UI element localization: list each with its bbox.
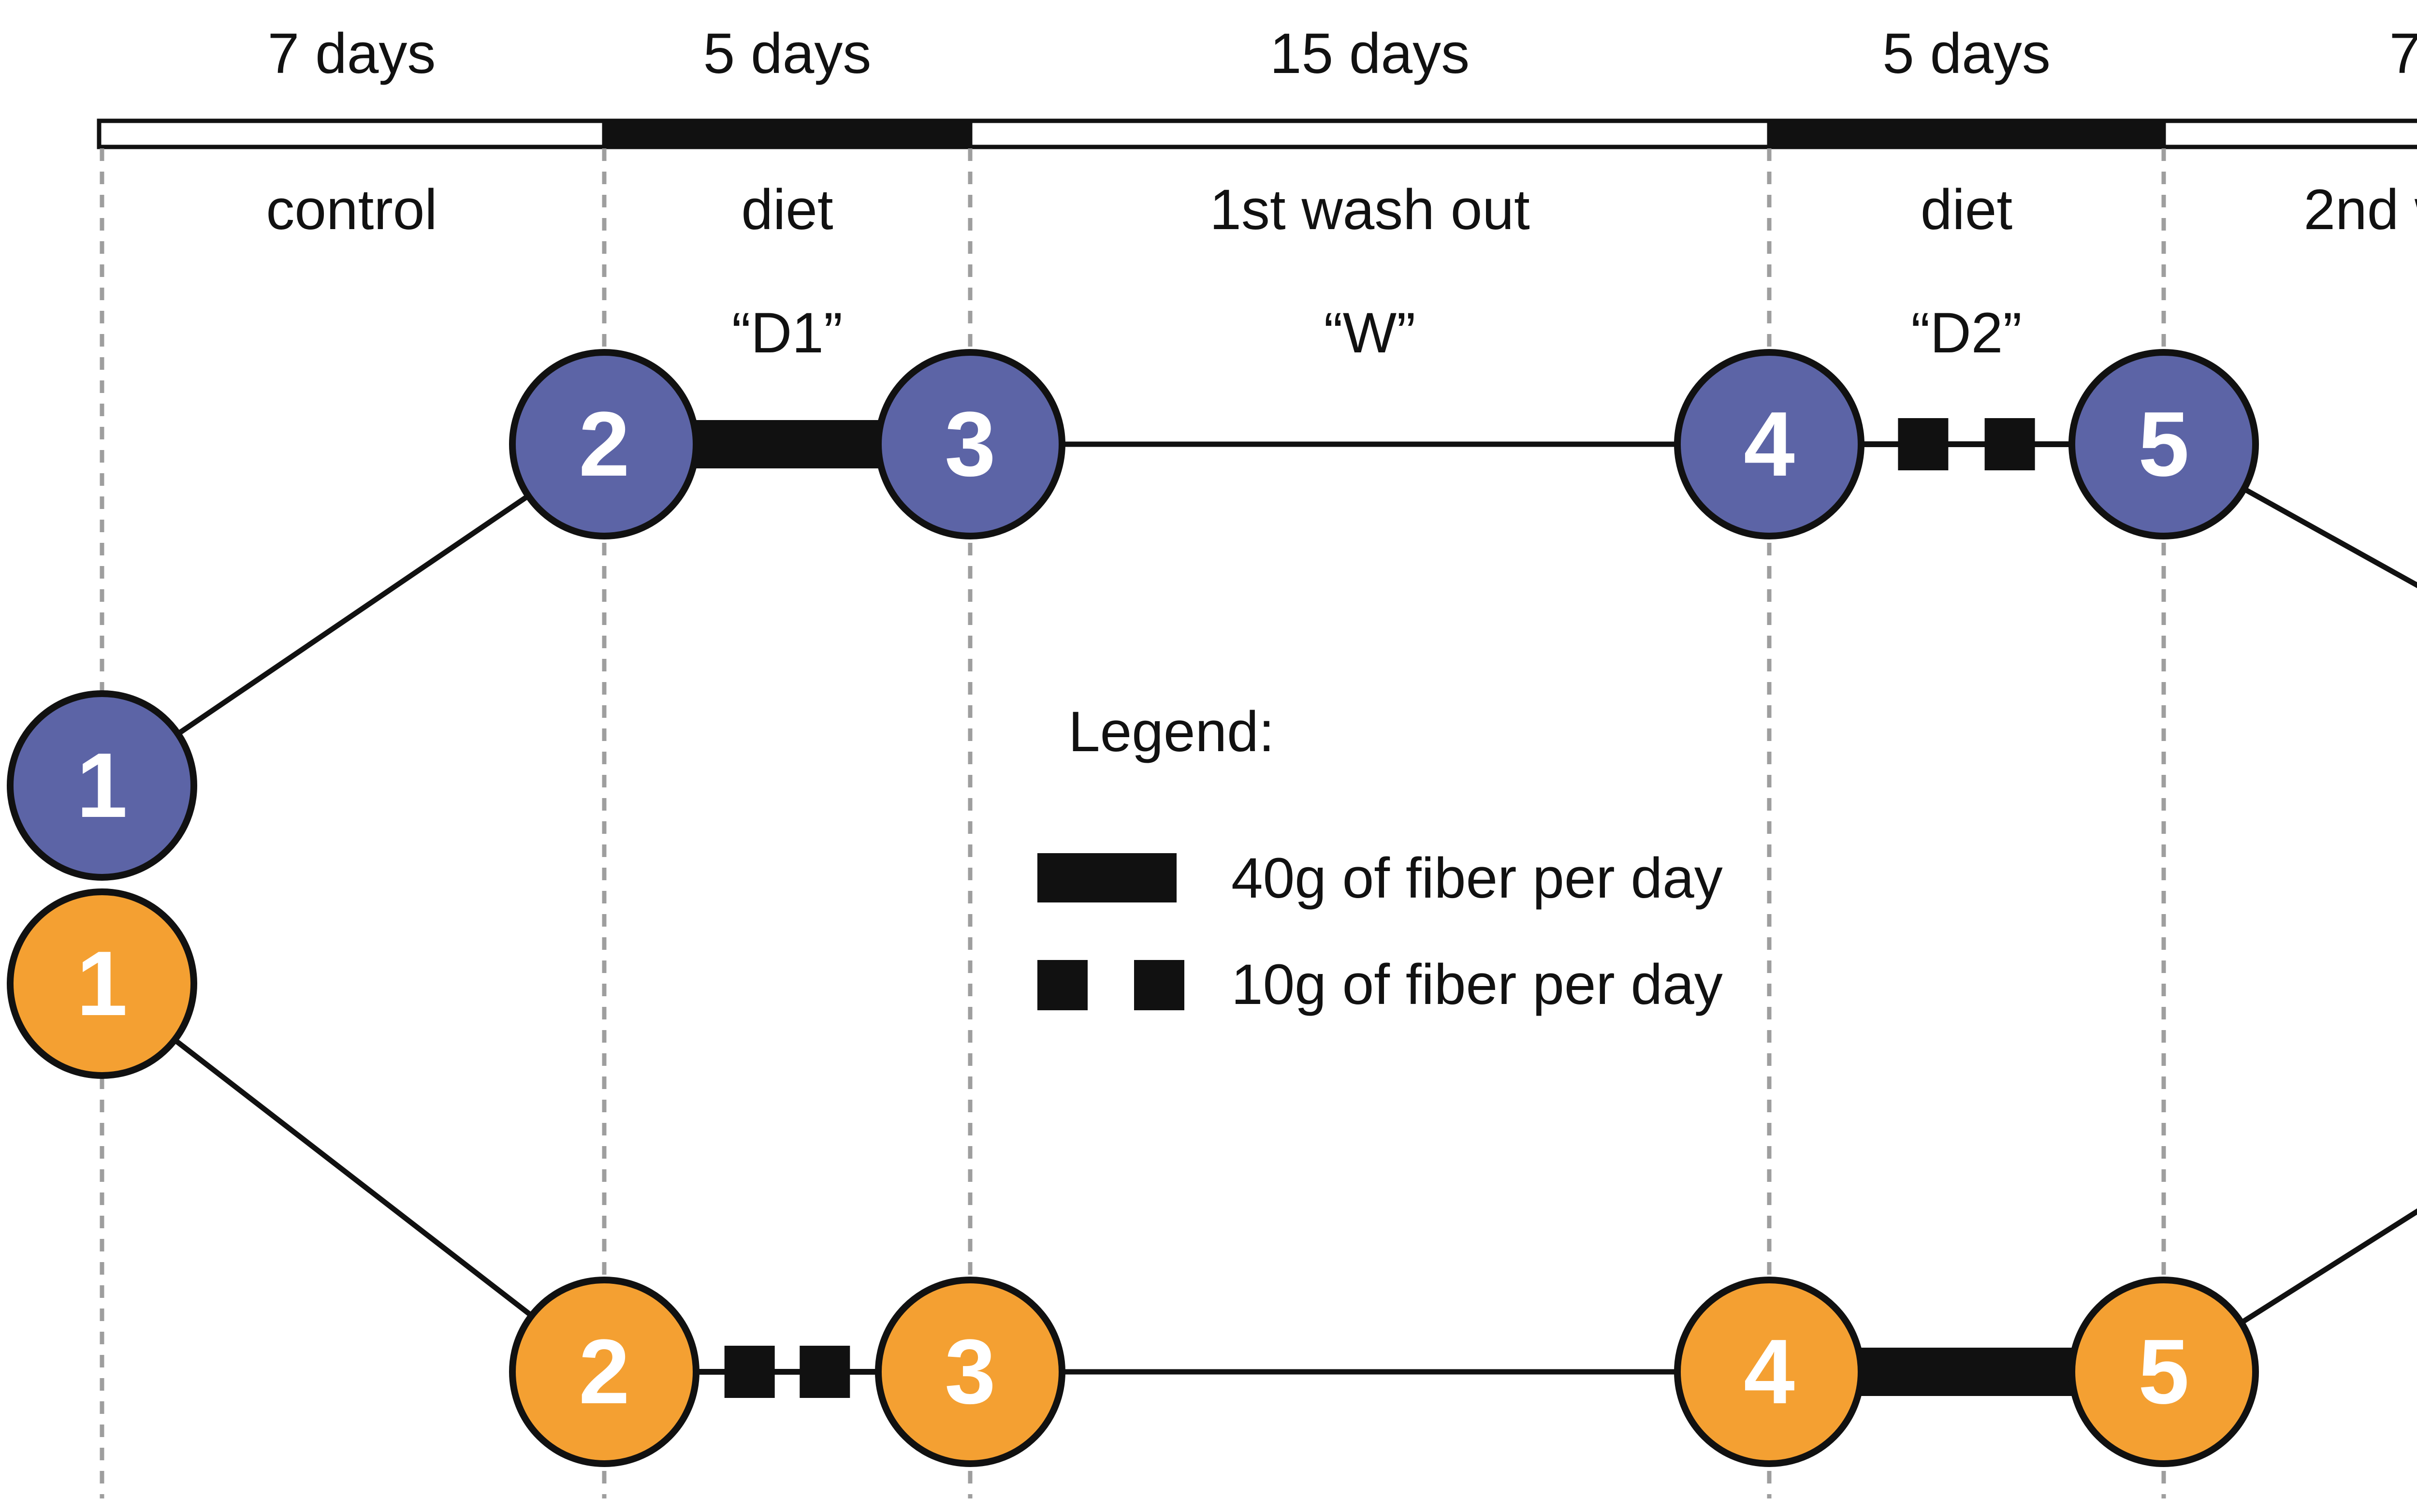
timepoint-node-arm-high-first-4[interactable]	[1674, 349, 1864, 539]
timepoint-node-arm-low-first-1[interactable]	[7, 888, 197, 1079]
timepoint-node-label: 3	[945, 393, 996, 495]
timepoint-node-arm-low-first-3[interactable]	[875, 1277, 1065, 1467]
timeline-segment-control	[97, 118, 607, 149]
segment-code-label-diet1: “D1”	[731, 301, 843, 365]
timepoint-node-label: 2	[579, 393, 630, 495]
timepoint-node-label: 2	[579, 1321, 630, 1423]
legend-swatches	[1037, 853, 1184, 1010]
segment-days-label-washout1: 15 days	[1269, 22, 1470, 86]
timeline-segment-diet2	[1767, 118, 2166, 149]
segment-code-label-washout1: “W”	[1324, 301, 1416, 365]
segment-period-label-washout1: 1st wash out	[1209, 178, 1530, 242]
timepoint-node-label: 1	[76, 734, 128, 837]
segment-days-label-washout2: 7 days	[2389, 22, 2417, 86]
timepoint-node-arm-high-first-2[interactable]	[509, 349, 699, 539]
link-plain	[174, 492, 532, 738]
segment-period-label-control: control	[266, 178, 437, 242]
timepoint-node-label: 1	[76, 932, 128, 1035]
timepoint-node-label: 4	[1744, 393, 1795, 495]
segment-period-label-washout2: 2nd wash out	[2303, 178, 2417, 242]
legend-swatch-low-fiber-b	[1134, 960, 1184, 1010]
segment-period-label-diet1: diet	[741, 178, 833, 242]
timeline-bar-frame	[97, 118, 2417, 149]
segment-days-label-control: 7 days	[267, 22, 436, 86]
timepoint-node-arm-low-first-2[interactable]	[509, 1277, 699, 1467]
segment-code-label-diet2: “D2”	[1911, 301, 2022, 365]
legend-label-high-fiber: 40g of fiber per day	[1231, 846, 1723, 910]
segment-period-label-diet2: diet	[1920, 178, 2013, 242]
timepoint-node-arm-high-first-1[interactable]	[7, 690, 197, 881]
legend-swatch-high-fiber	[1037, 853, 1177, 902]
segment-days-label-diet1: 5 days	[703, 22, 872, 86]
legend-swatch-low-fiber-a	[1037, 960, 1088, 1010]
link-low-fiber-block-0	[1898, 418, 1949, 470]
timepoint-node-arm-high-first-5[interactable]	[2068, 349, 2259, 539]
legend-label-low-fiber: 10g of fiber per day	[1231, 953, 1723, 1017]
link-plain	[171, 1036, 536, 1320]
timepoint-node-label: 5	[2138, 393, 2189, 495]
timepoint-node-arm-low-first-4[interactable]	[1674, 1277, 1864, 1467]
timepoint-node-label: 3	[945, 1321, 996, 1423]
timeline-segment-washout1	[968, 118, 1772, 149]
timepoint-node-label: 4	[1744, 1321, 1795, 1423]
link-low-fiber-block-1	[800, 1346, 850, 1398]
arm-nodes	[7, 349, 2259, 1467]
period-dividers	[100, 148, 2166, 1498]
arm-links	[171, 418, 2417, 1398]
legend-title: Legend:	[1068, 700, 1275, 764]
timepoint-node-arm-high-first-3[interactable]	[875, 349, 1065, 539]
timeline-bar	[97, 118, 2417, 149]
link-low-fiber-block-1	[1984, 418, 2035, 470]
timepoint-node-arm-low-first-5[interactable]	[2068, 1277, 2259, 1467]
link-plain	[2240, 485, 2417, 588]
timeline-segment-diet1	[602, 118, 973, 149]
timeline-segment-washout2	[2161, 118, 2417, 149]
link-low-fiber-block-0	[724, 1346, 775, 1398]
timepoint-node-label: 5	[2138, 1321, 2189, 1423]
link-plain	[2237, 1208, 2417, 1327]
segment-days-label-diet2: 5 days	[1882, 22, 2051, 86]
